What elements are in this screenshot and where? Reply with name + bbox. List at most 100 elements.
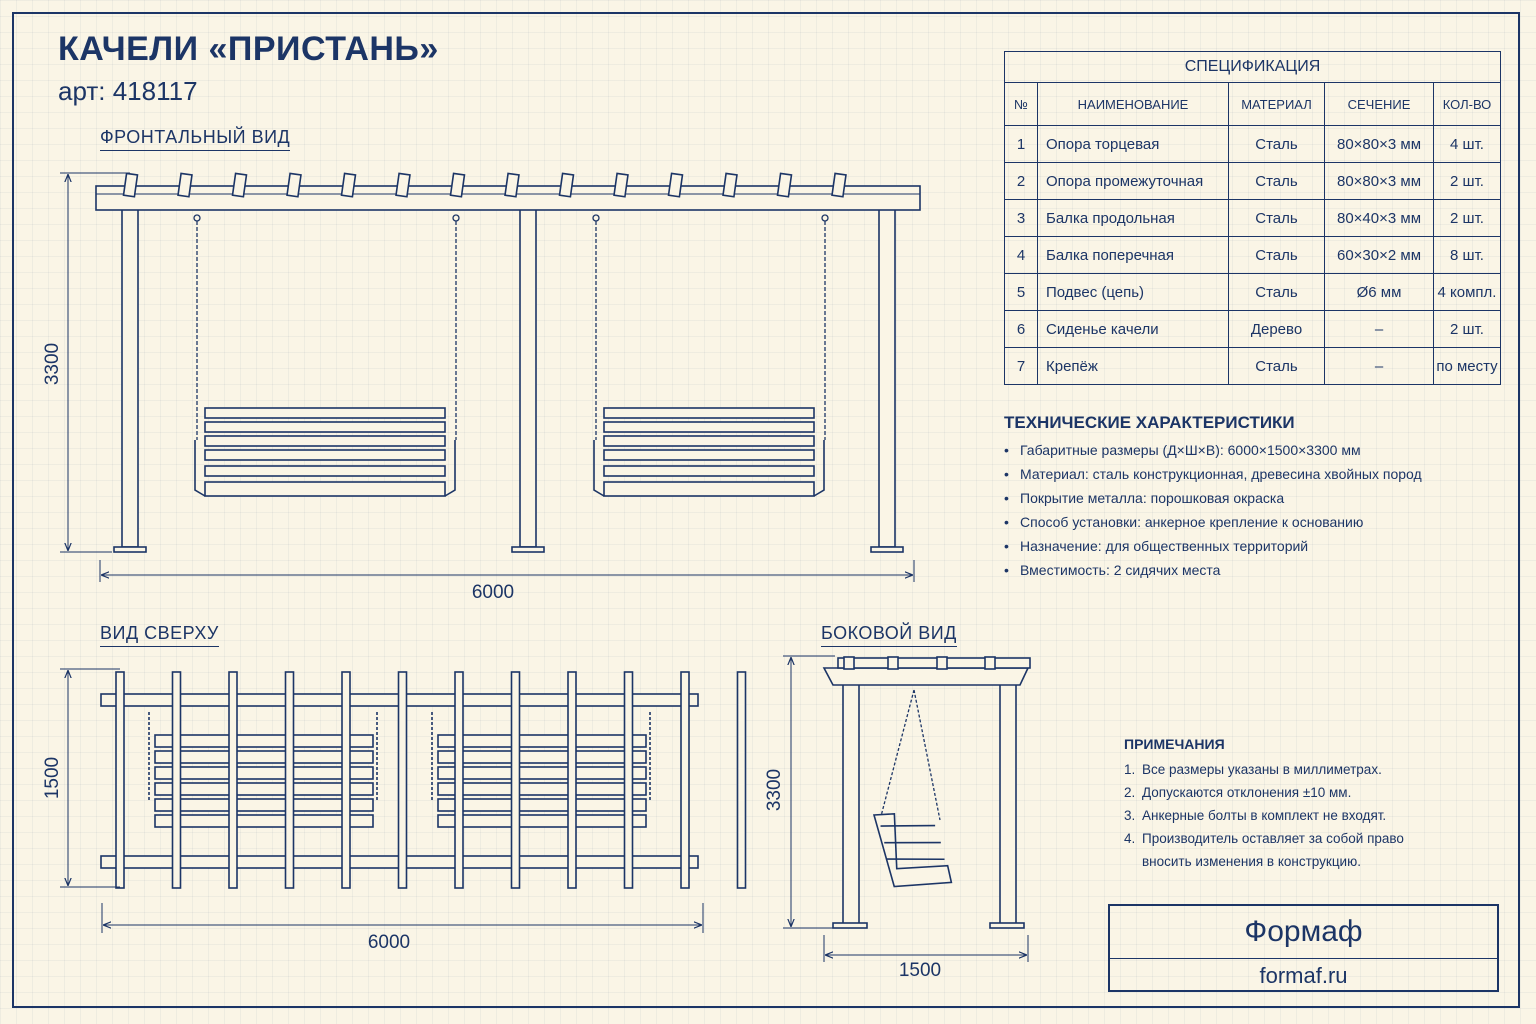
spec-cell-number: 6 xyxy=(1004,310,1038,348)
front-view-label: ФРОНТАЛЬНЫЙ ВИД xyxy=(100,127,291,151)
front-view xyxy=(60,172,921,582)
cross-beam xyxy=(454,671,464,889)
seat-slat xyxy=(437,798,647,812)
spec-cell-material: Сталь xyxy=(1228,199,1325,237)
seat-armrest xyxy=(593,440,605,497)
top-seat xyxy=(148,712,378,828)
side-seat xyxy=(872,812,953,888)
brand-name: Формаф xyxy=(1110,906,1497,959)
spec-cell-quantity: 2 шт. xyxy=(1433,199,1501,237)
top-view xyxy=(60,668,747,933)
front-post-right xyxy=(878,194,896,548)
spec-header-number: № xyxy=(1004,82,1038,126)
swing-seat xyxy=(194,407,456,497)
top-width-dimension: 6000 xyxy=(368,932,410,953)
spec-cell-number: 7 xyxy=(1004,347,1038,385)
front-height-dimension: 3300 xyxy=(42,343,63,385)
cross-beam xyxy=(171,671,182,889)
top-view-label: ВИД СВЕРХУ xyxy=(100,623,219,647)
spec-cell-quantity: 8 шт. xyxy=(1433,236,1501,274)
spec-cell-material: Сталь xyxy=(1228,125,1325,163)
seat-slat xyxy=(603,449,815,461)
seat-slat xyxy=(154,798,374,812)
seat-slat xyxy=(437,750,647,764)
note-number: 2. xyxy=(1124,785,1136,800)
tech-spec-item: •Вместимость: 2 сидячих места xyxy=(1004,561,1422,585)
tech-specs-title: ТЕХНИЧЕСКИЕ ХАРАКТЕРИСТИКИ xyxy=(1004,413,1295,432)
seat-slat xyxy=(603,465,815,477)
note-text: Анкерные болты в комплект не входят. xyxy=(1142,808,1387,823)
cross-beam xyxy=(510,671,521,889)
note-item: 3. Анкерные болты в комплект не входят. xyxy=(1124,807,1404,830)
cross-beam-end xyxy=(843,656,855,670)
cross-beam xyxy=(397,671,408,889)
notes-list: 1.Все размеры указаны в миллиметрах.2.До… xyxy=(1124,761,1404,876)
bullet-icon: • xyxy=(1004,562,1009,578)
seat-armrest xyxy=(813,440,825,497)
note-text: Производитель оставляет за собой право xyxy=(1142,831,1404,846)
note-item: 2. Допускаются отклонения ±10 мм. xyxy=(1124,784,1404,807)
seat-slat xyxy=(437,782,647,796)
seat-base xyxy=(603,481,815,497)
notes-title: ПРИМЕЧАНИЯ xyxy=(1124,736,1225,752)
brand-block: Формаф formaf.ru xyxy=(1108,904,1499,992)
seat-slat xyxy=(437,814,647,828)
spec-cell-number: 4 xyxy=(1004,236,1038,274)
spec-cell-name: Балка поперечная xyxy=(1037,236,1229,274)
top-cross-beams xyxy=(115,671,747,889)
cross-beam-end xyxy=(722,172,738,198)
bullet-icon: • xyxy=(1004,442,1009,458)
spec-cell-material: Сталь xyxy=(1228,273,1325,311)
bullet-icon: • xyxy=(1004,490,1009,506)
spec-cell-material: Сталь xyxy=(1228,162,1325,200)
tech-spec-text: Габаритные размеры (Д×Ш×В): 6000×1500×33… xyxy=(1020,442,1361,458)
brand-website: formaf.ru xyxy=(1259,963,1348,988)
note-number: 3. xyxy=(1124,808,1136,823)
cross-beam xyxy=(680,671,690,889)
spec-cell-number: 2 xyxy=(1004,162,1038,200)
cross-beam-end xyxy=(558,172,575,198)
base-plate xyxy=(113,546,147,553)
cross-beam-end xyxy=(984,656,996,670)
seat-slat xyxy=(437,734,647,748)
spec-header-material: МАТЕРИАЛ xyxy=(1228,82,1325,126)
side-post-right xyxy=(999,676,1017,926)
cross-beam-end xyxy=(887,656,899,670)
cross-beam xyxy=(341,671,351,889)
spec-cell-name: Сиденье качели xyxy=(1037,310,1229,348)
spec-header-section: СЕЧЕНИЕ xyxy=(1324,82,1434,126)
cross-beam-end xyxy=(177,172,193,198)
spec-cell-section: 80×80×3 мм xyxy=(1324,125,1434,163)
spec-cell-section: – xyxy=(1324,310,1434,348)
tech-spec-item: • Габаритные размеры (Д×Ш×В): 6000×1500×3… xyxy=(1004,441,1422,465)
cross-beam xyxy=(623,671,634,889)
swing-seat xyxy=(593,407,825,497)
swing-chains xyxy=(193,214,829,440)
seat-slat xyxy=(603,407,815,419)
seat-slat xyxy=(204,435,446,447)
side-top-beam xyxy=(822,667,1030,686)
top-seats xyxy=(148,712,651,828)
spec-cell-quantity: 4 компл. xyxy=(1433,273,1501,311)
cross-beam-ends xyxy=(122,172,847,198)
seat-slat xyxy=(154,814,374,828)
chain-hook xyxy=(821,214,829,222)
seat-slat xyxy=(154,750,374,764)
seat-slat xyxy=(154,766,374,780)
specification-table: СПЕЦИФИКАЦИЯ № НАИМЕНОВАНИЕ МАТЕРИАЛ СЕЧ… xyxy=(1004,51,1501,385)
seat-slat xyxy=(437,766,647,780)
cross-beam-end xyxy=(395,172,411,198)
spec-cell-name: Крепёж xyxy=(1037,347,1229,385)
chain-hook xyxy=(452,214,460,222)
cross-beam-end xyxy=(776,172,793,198)
base-plate xyxy=(511,546,545,553)
cross-beam-end xyxy=(122,172,139,198)
cross-beam-end xyxy=(613,172,629,198)
note-text: Допускаются отклонения ±10 мм. xyxy=(1142,785,1352,800)
front-post-middle xyxy=(519,194,537,548)
